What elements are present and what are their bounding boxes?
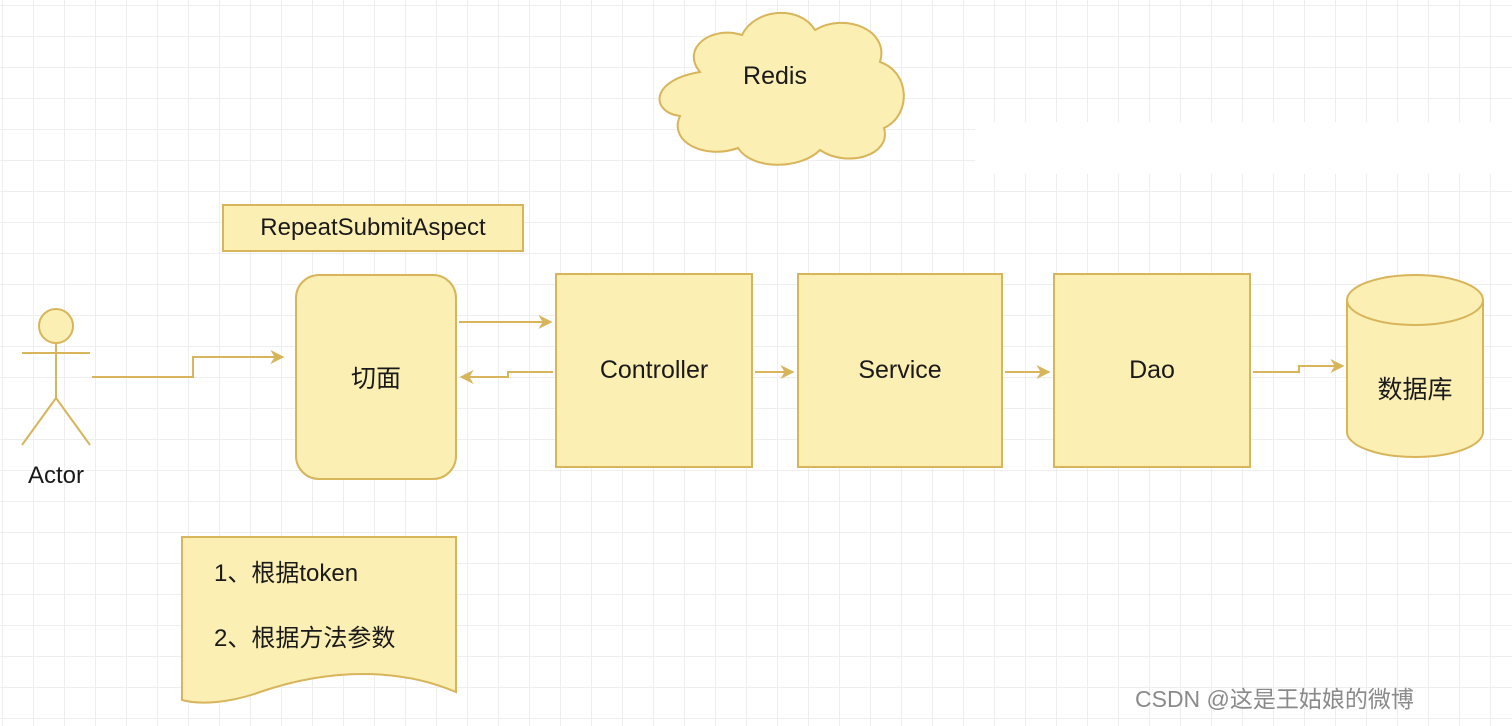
actor-figure xyxy=(21,308,91,446)
aspect-box: 切面 xyxy=(295,274,457,480)
background-patch xyxy=(975,122,1512,174)
watermark: CSDN @这是王姑娘的微博 xyxy=(1135,686,1414,712)
controller-to-aspect-arrow xyxy=(459,370,553,384)
dao-to-database-arrow xyxy=(1253,359,1345,373)
service-box: Service xyxy=(797,273,1003,468)
redis-label: Redis xyxy=(743,62,807,90)
database-label: 数据库 xyxy=(1377,376,1453,404)
repeat-submit-aspect-label: RepeatSubmitAspect xyxy=(222,204,524,252)
controller-box: Controller xyxy=(555,273,753,468)
note-line-method-params: 2、根据方法参数 xyxy=(214,625,396,652)
database-cylinder xyxy=(1346,274,1484,458)
actor-label: Actor xyxy=(27,462,84,489)
redis-cloud xyxy=(658,11,905,166)
note-line-token: 1、根据token xyxy=(214,560,359,587)
note-document xyxy=(181,536,457,704)
actor-to-aspect-arrow xyxy=(92,350,285,378)
dao-box: Dao xyxy=(1053,273,1251,468)
